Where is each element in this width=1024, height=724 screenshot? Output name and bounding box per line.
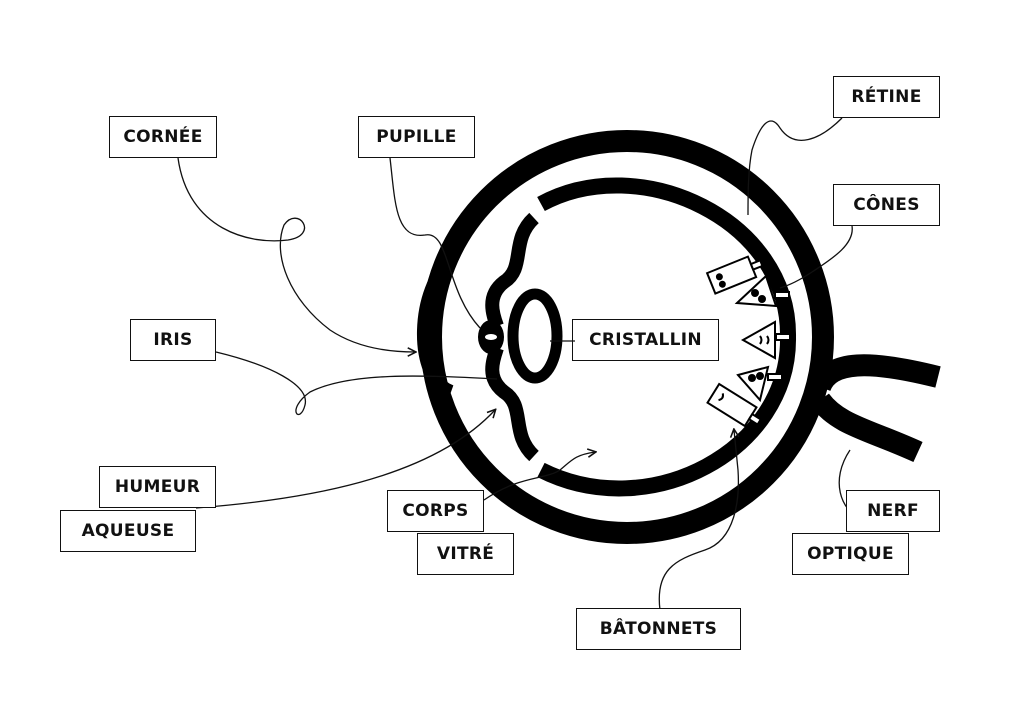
label-corps: CORPS	[387, 490, 484, 532]
leader-corps	[483, 452, 595, 501]
label-cones: CÔNES	[833, 184, 940, 226]
leader-cornee	[177, 157, 415, 352]
leader-pupille	[389, 157, 481, 329]
rod-cell	[705, 255, 764, 295]
leader-lines	[177, 117, 863, 611]
label-cornee: CORNÉE	[109, 116, 217, 158]
leader-batonnets	[658, 430, 738, 611]
rod-cell	[706, 382, 763, 428]
leader-humeur	[195, 410, 495, 509]
cornea	[417, 256, 456, 399]
label-nerf: NERF	[846, 490, 940, 532]
ciliary-upper	[485, 212, 540, 329]
ciliary-lower	[485, 345, 540, 462]
cone-cell	[740, 320, 791, 360]
label-retine: RÉTINE	[833, 76, 940, 118]
leader-cones	[779, 225, 853, 289]
optic-nerve	[809, 354, 941, 463]
cone-cell	[734, 274, 790, 308]
rod-cells	[705, 255, 764, 428]
lens	[507, 288, 563, 384]
label-batonnets: BÂTONNETS	[576, 608, 741, 650]
leader-iris	[215, 351, 498, 416]
cone-cells	[734, 274, 791, 403]
label-cristallin: CRISTALLIN	[572, 319, 719, 361]
pupil-hole	[485, 334, 497, 340]
label-optique: OPTIQUE	[792, 533, 909, 575]
leader-retine	[747, 117, 843, 216]
sclera-ring	[420, 130, 834, 544]
label-pupille: PUPILLE	[358, 116, 475, 158]
label-aqueuse: AQUEUSE	[60, 510, 196, 552]
label-humeur: HUMEUR	[99, 466, 216, 508]
label-iris: IRIS	[130, 319, 216, 361]
label-vitre: VITRÉ	[417, 533, 514, 575]
cone-cell	[736, 365, 783, 403]
